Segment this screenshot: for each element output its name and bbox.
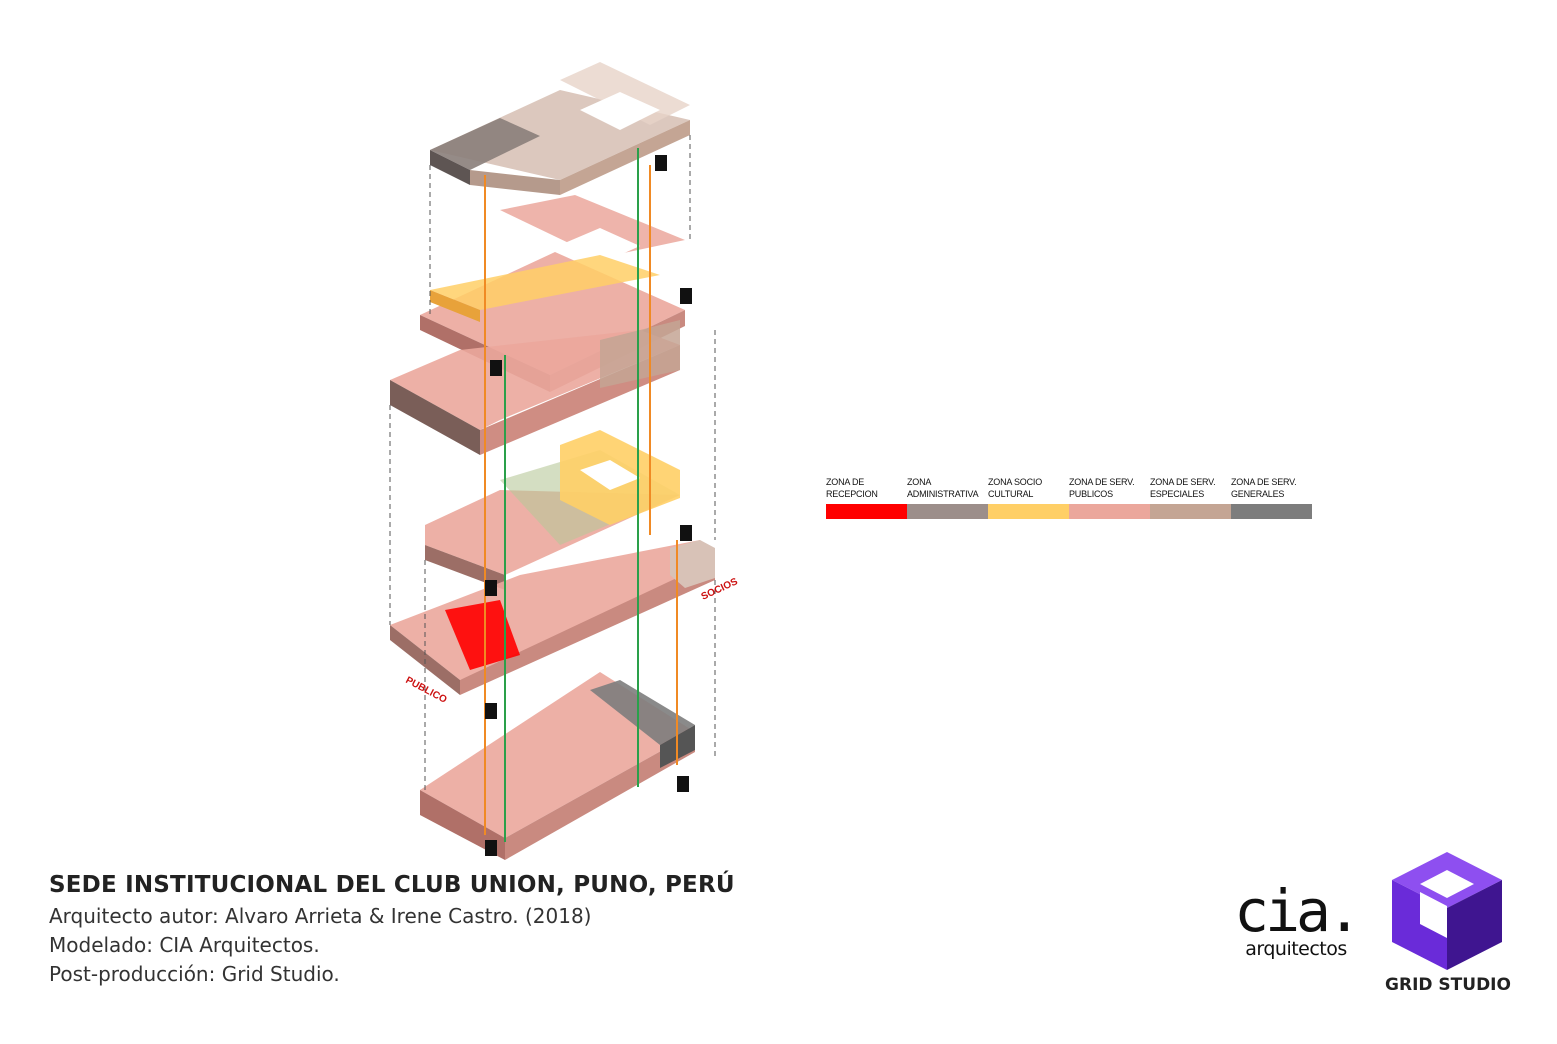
circulation-lines xyxy=(484,148,678,842)
cia-logo-mark: cia. xyxy=(1234,877,1362,945)
legend-item-serv-publicos: ZONA DE SERV. PUBLICOS xyxy=(1069,476,1150,519)
legend-label: ZONA DE SERV. GENERALES xyxy=(1231,477,1297,499)
legend-swatch xyxy=(988,504,1069,519)
legend-swatch xyxy=(1231,504,1312,519)
legend-label: ZONA ADMINISTRATIVA xyxy=(907,477,979,499)
grid-studio-label: GRID STUDIO xyxy=(1385,975,1511,995)
dashed-guides xyxy=(389,135,716,790)
legend-item-recepcion: ZONA DE RECEPCION xyxy=(826,476,907,519)
stair-elevator-icons xyxy=(485,155,692,856)
floor-level-4 xyxy=(390,320,680,455)
legend-swatch xyxy=(1150,504,1231,519)
legend-item-socio-cultural: ZONA SOCIO CULTURAL xyxy=(988,476,1069,519)
grid-studio-cube-icon xyxy=(1392,852,1502,970)
project-title: SEDE INSTITUCIONAL DEL CLUB UNION, PUNO,… xyxy=(49,872,735,898)
legend-label: ZONA DE RECEPCION xyxy=(826,477,878,499)
floor-level-1 xyxy=(420,672,695,860)
legend-item-serv-generales: ZONA DE SERV. GENERALES xyxy=(1231,476,1312,519)
floor-level-2 xyxy=(390,540,715,695)
legend-swatch xyxy=(826,504,907,519)
legend-label: ZONA SOCIO CULTURAL xyxy=(988,477,1043,499)
credit-modeling: Modelado: CIA Arquitectos. xyxy=(49,933,320,957)
legend-label: ZONA DE SERV. ESPECIALES xyxy=(1150,477,1216,499)
legend-item-administrativa: ZONA ADMINISTRATIVA xyxy=(907,476,988,519)
caption-block: SEDE INSTITUCIONAL DEL CLUB UNION, PUNO,… xyxy=(49,872,735,989)
legend-swatch xyxy=(907,504,988,519)
floor-level-6 xyxy=(430,62,690,195)
cia-logo-subtitle: arquitectos xyxy=(1245,938,1347,960)
credit-postproduction: Post-producción: Grid Studio. xyxy=(49,962,340,986)
legend-label: ZONA DE SERV. PUBLICOS xyxy=(1069,477,1135,499)
legend-item-serv-especiales: ZONA DE SERV. ESPECIALES xyxy=(1150,476,1231,519)
cia-arquitectos-logo: cia. arquitectos xyxy=(1232,877,1362,960)
legend-swatch xyxy=(1069,504,1150,519)
zone-legend: ZONA DE RECEPCION ZONA ADMINISTRATIVA ZO… xyxy=(826,476,1312,519)
credit-architect: Arquitecto autor: Alvaro Arrieta & Irene… xyxy=(49,904,592,928)
